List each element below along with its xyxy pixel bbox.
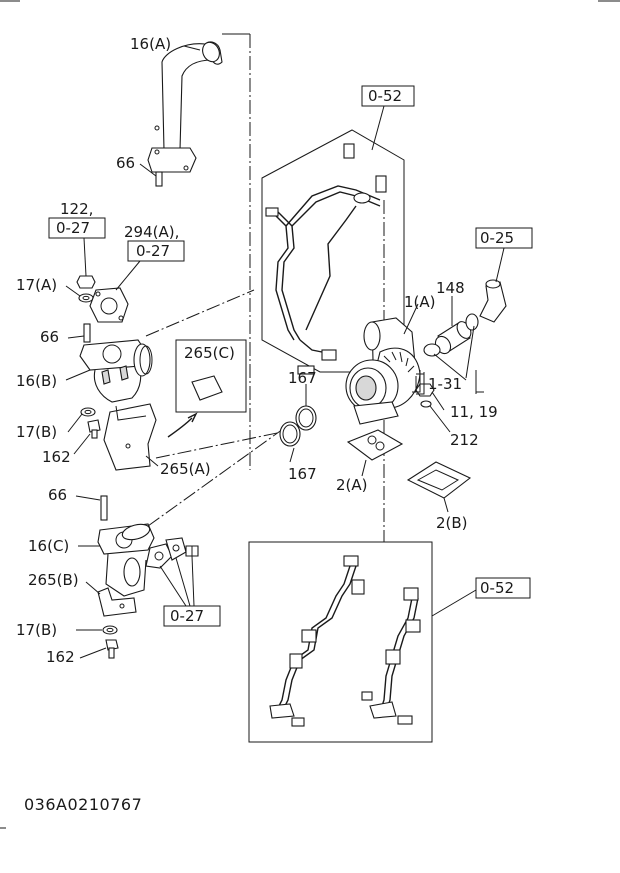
part-167-snap-ring-lower-inner (282, 424, 298, 444)
ref-box-0-52-top (361, 85, 415, 107)
leader-162-lower (79, 647, 107, 659)
label-0-52-bottom: 0-52 (480, 579, 514, 597)
centerline-16c (147, 423, 291, 527)
inset-265c-box (175, 339, 247, 413)
label-265b: 265(B) (28, 571, 79, 589)
label-0-25: 0-25 (480, 229, 514, 247)
leader-0-52-bottom (431, 589, 477, 617)
leader-66c (75, 495, 101, 501)
ref-box-0-27-a (48, 217, 106, 239)
leader-162-upper (73, 433, 91, 455)
part-16c-pipe (97, 523, 155, 597)
part-66-stud-middle (83, 323, 91, 343)
label-167-lower: 167 (288, 465, 317, 483)
part-16b-exhaust-elbow (79, 339, 153, 403)
label-148: 148 (436, 279, 465, 297)
part-265b-bracket (97, 587, 137, 617)
leader-16a (183, 45, 201, 51)
part-17b-washer-lower (102, 625, 118, 635)
label-16b: 16(B) (16, 372, 57, 390)
part-167-snap-ring-upper-inner (298, 408, 314, 428)
part-0-25-elbow (479, 279, 507, 323)
leader-122 (83, 237, 87, 277)
ref-box-0-52-bottom (475, 577, 531, 599)
label-66c: 66 (48, 486, 67, 504)
label-17a: 17(A) (16, 276, 57, 294)
part-hose-clamp-left (423, 343, 441, 357)
centerline-shield (155, 431, 283, 459)
part-294a-gasket (89, 287, 129, 323)
leader-66a (139, 163, 157, 177)
label-17b-upper: 17(B) (16, 423, 57, 441)
leader-2a (361, 459, 367, 477)
arrow-265c-head (187, 412, 198, 423)
arrow-265c (167, 417, 193, 438)
leader-0-52-top (371, 105, 385, 151)
part-oil-return-pipes (269, 555, 421, 727)
label-17b-lower: 17(B) (16, 621, 57, 639)
label-0-52-top: 0-52 (368, 87, 402, 105)
leader-0-25 (495, 247, 505, 283)
label-162-upper: 162 (42, 448, 71, 466)
label-122: 122, (60, 200, 93, 218)
label-16c: 16(C) (28, 537, 69, 555)
part-2b-gasket (406, 461, 472, 499)
label-162-lower: 162 (46, 648, 75, 666)
ref-box-0-27-c (163, 605, 221, 627)
part-gaskets-0-27 (145, 537, 199, 569)
leader-167-lower (289, 447, 295, 463)
label-1-31: 1-31 (428, 375, 462, 393)
part-oil-feed-pipes (265, 143, 387, 375)
leader-16b (65, 369, 91, 381)
part-122-nut (76, 275, 96, 303)
part-16a-elbow-pipe (147, 41, 223, 187)
leader-265b (85, 581, 101, 595)
part-1a-turbocharger (345, 317, 421, 425)
part-162-bolt-upper (87, 419, 101, 439)
ref-box-0-27-b (127, 240, 185, 262)
part-162-bolt-lower (105, 639, 119, 659)
part-265c-plate (191, 375, 223, 401)
leader-265a (145, 455, 159, 467)
label-212: 212 (450, 431, 479, 449)
centerline-elbow-to-turbo (145, 289, 255, 337)
leader-1a (403, 303, 419, 335)
label-2a: 2(A) (336, 476, 368, 494)
drawing-code: 036A0210767 (24, 795, 142, 814)
label-0-27-b: 0-27 (136, 242, 170, 260)
leader-66b (67, 335, 85, 339)
label-2b: 2(B) (436, 514, 468, 532)
label-294a: 294(A), (124, 223, 179, 241)
label-0-27-c: 0-27 (170, 607, 204, 625)
leader-11-19 (431, 391, 445, 411)
part-2a-gasket (346, 429, 404, 461)
label-265c: 265(C) (184, 344, 235, 362)
label-66a: 66 (116, 154, 135, 172)
label-66b: 66 (40, 328, 59, 346)
part-hose-clamp-right (465, 313, 479, 331)
leader-294a (115, 260, 141, 291)
label-0-27-a: 0-27 (56, 219, 90, 237)
label-265a: 265(A) (160, 460, 211, 478)
leader-148-to-1-31-b (433, 353, 467, 381)
leader-17a (65, 285, 81, 297)
leader-0-27c-c (191, 555, 195, 607)
part-66-stud-lower (100, 495, 108, 521)
label-16a: 16(A) (130, 35, 171, 53)
leader-148-to-1-31-a (465, 325, 475, 379)
label-167-upper: 167 (288, 369, 317, 387)
leader-17b-upper (67, 413, 83, 433)
label-1a: 1(A) (404, 293, 436, 311)
label-11-19: 11, 19 (450, 403, 498, 421)
part-212-washer (420, 400, 432, 408)
leader-0-27c-b (175, 557, 191, 607)
leader-0-27c-a (159, 565, 187, 607)
leader-2b (443, 497, 449, 513)
part-265a-heat-shield (103, 403, 157, 471)
part-17b-washer-upper (80, 407, 96, 417)
leader-212 (429, 405, 451, 433)
